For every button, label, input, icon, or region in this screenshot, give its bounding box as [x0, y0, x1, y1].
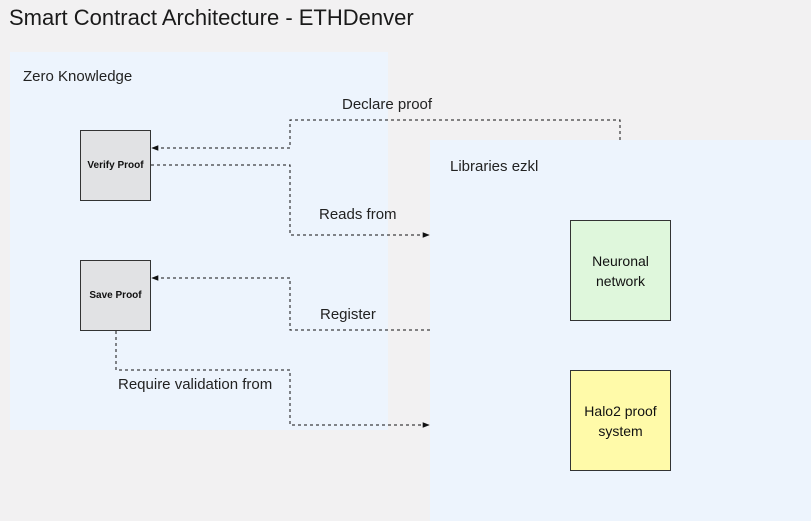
diagram-title: Smart Contract Architecture - ETHDenver: [9, 5, 414, 30]
save-proof-label: Save Proof: [89, 290, 142, 301]
neuronal-network-node[interactable]: Neuronal network: [570, 220, 671, 321]
save-proof-node[interactable]: Save Proof: [80, 260, 151, 331]
edge-label-register: Register: [320, 306, 376, 323]
verify-proof-node[interactable]: Verify Proof: [80, 130, 151, 201]
verify-proof-label: Verify Proof: [87, 160, 144, 171]
edge-label-declare-proof: Declare proof: [342, 96, 433, 113]
neuronal-network-label: Neuronal network: [592, 252, 649, 289]
edge-label-reads-from: Reads from: [319, 206, 397, 223]
zero-knowledge-group[interactable]: [10, 52, 388, 430]
edge-label-require-validation: Require validation from: [118, 376, 273, 393]
halo2-proof-system-node[interactable]: Halo2 proof system: [570, 370, 671, 471]
halo2-proof-system-label: Halo2 proof system: [584, 402, 657, 439]
libraries-ezkl-group-label: Libraries ezkl: [450, 158, 539, 175]
zero-knowledge-group-label: Zero Knowledge: [23, 68, 133, 85]
